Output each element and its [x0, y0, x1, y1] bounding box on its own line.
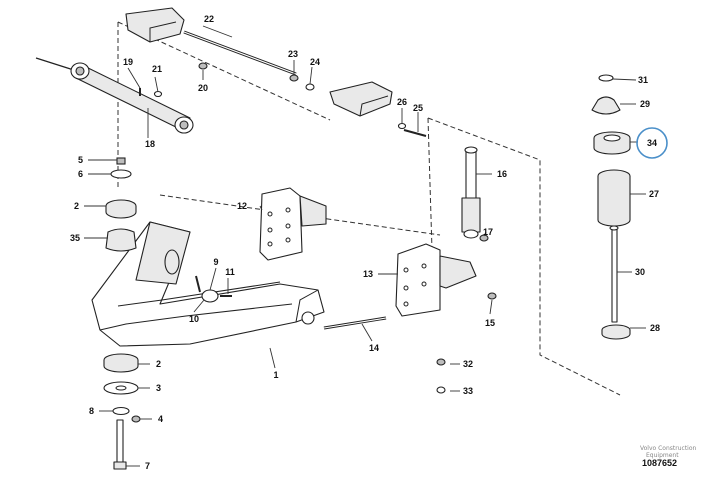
- rubber-bushing-27: [597, 169, 631, 227]
- ring-34: [593, 131, 631, 155]
- nut-4: [131, 415, 141, 423]
- nut-15: [487, 292, 497, 300]
- callout-25: 25: [413, 103, 423, 113]
- spacer-2-upper: [105, 199, 137, 219]
- reference-number: 1087652: [642, 458, 677, 468]
- nut-32: [436, 358, 446, 366]
- washer-6: [110, 169, 132, 179]
- a-frame: [91, 221, 325, 347]
- washer-26: [397, 122, 407, 130]
- callout-34: 34: [647, 138, 657, 148]
- rubber-cushion-35: [105, 228, 137, 252]
- spacer-2-lower: [103, 353, 139, 373]
- nut-20: [198, 62, 208, 70]
- washer-33: [436, 386, 446, 394]
- callout-6: 6: [78, 169, 83, 179]
- bracket-13: [395, 243, 477, 317]
- upper-mount-right: [329, 81, 393, 117]
- nut-23: [289, 74, 299, 82]
- callout-18: 18: [145, 139, 155, 149]
- callout-7: 7: [145, 461, 150, 471]
- callout-2-lower: 2: [156, 359, 161, 369]
- callout-5: 5: [78, 155, 83, 165]
- callout-19: 19: [123, 57, 133, 67]
- bolt-7: [113, 419, 127, 470]
- callout-4: 4: [158, 414, 163, 424]
- callout-35: 35: [70, 233, 80, 243]
- callout-22: 22: [204, 14, 214, 24]
- watermark-line-2: Equipment: [646, 452, 679, 459]
- highlight-ring: [636, 127, 668, 159]
- washer-3: [103, 381, 139, 395]
- stabilizer-rod: [183, 30, 297, 76]
- callout-14: 14: [369, 343, 379, 353]
- watermark-line-1: Volvo Construction: [640, 445, 697, 452]
- callout-3: 3: [156, 383, 161, 393]
- callout-9: 9: [213, 257, 218, 267]
- callout-26: 26: [397, 97, 407, 107]
- callout-30: 30: [635, 267, 645, 277]
- cushion-29: [591, 96, 621, 115]
- washer-8: [112, 406, 130, 416]
- shock-absorber-16: [461, 146, 481, 239]
- rod-14: [323, 316, 387, 330]
- callout-12: 12: [237, 201, 247, 211]
- nut-5: [116, 157, 126, 165]
- callout-33: 33: [463, 386, 473, 396]
- callout-32: 32: [463, 359, 473, 369]
- callout-28: 28: [650, 323, 660, 333]
- bolt-25: [403, 129, 427, 137]
- callout-2-upper: 2: [74, 201, 79, 211]
- callout-15: 15: [485, 318, 495, 328]
- callout-29: 29: [640, 99, 650, 109]
- leader-lines: [84, 25, 646, 467]
- callout-1: 1: [273, 370, 278, 380]
- washer-31: [598, 74, 614, 82]
- callout-labels: 1 2 2 3 4 5 6 7 8 9 10 11 12 13 14 15 16…: [70, 14, 660, 471]
- callout-20: 20: [198, 83, 208, 93]
- callout-13: 13: [363, 269, 373, 279]
- callout-11: 11: [225, 267, 235, 277]
- callout-23: 23: [288, 49, 298, 59]
- washer-21: [153, 90, 163, 98]
- callout-27: 27: [649, 189, 659, 199]
- torque-rod: [35, 57, 194, 134]
- bolt-30: [609, 225, 619, 323]
- callout-8: 8: [89, 406, 94, 416]
- callout-10: 10: [189, 314, 199, 324]
- watermark: Volvo Construction Equipment: [640, 445, 697, 459]
- plate-10: [201, 289, 219, 303]
- pin-9: [195, 275, 201, 293]
- callout-24: 24: [310, 57, 320, 67]
- callout-16: 16: [497, 169, 507, 179]
- callout-31: 31: [638, 75, 648, 85]
- bracket-12: [259, 187, 327, 261]
- upper-mount-left: [125, 7, 185, 43]
- callout-17: 17: [483, 227, 493, 237]
- callout-21: 21: [152, 64, 162, 74]
- plate-28: [601, 324, 631, 340]
- washer-24: [305, 83, 315, 91]
